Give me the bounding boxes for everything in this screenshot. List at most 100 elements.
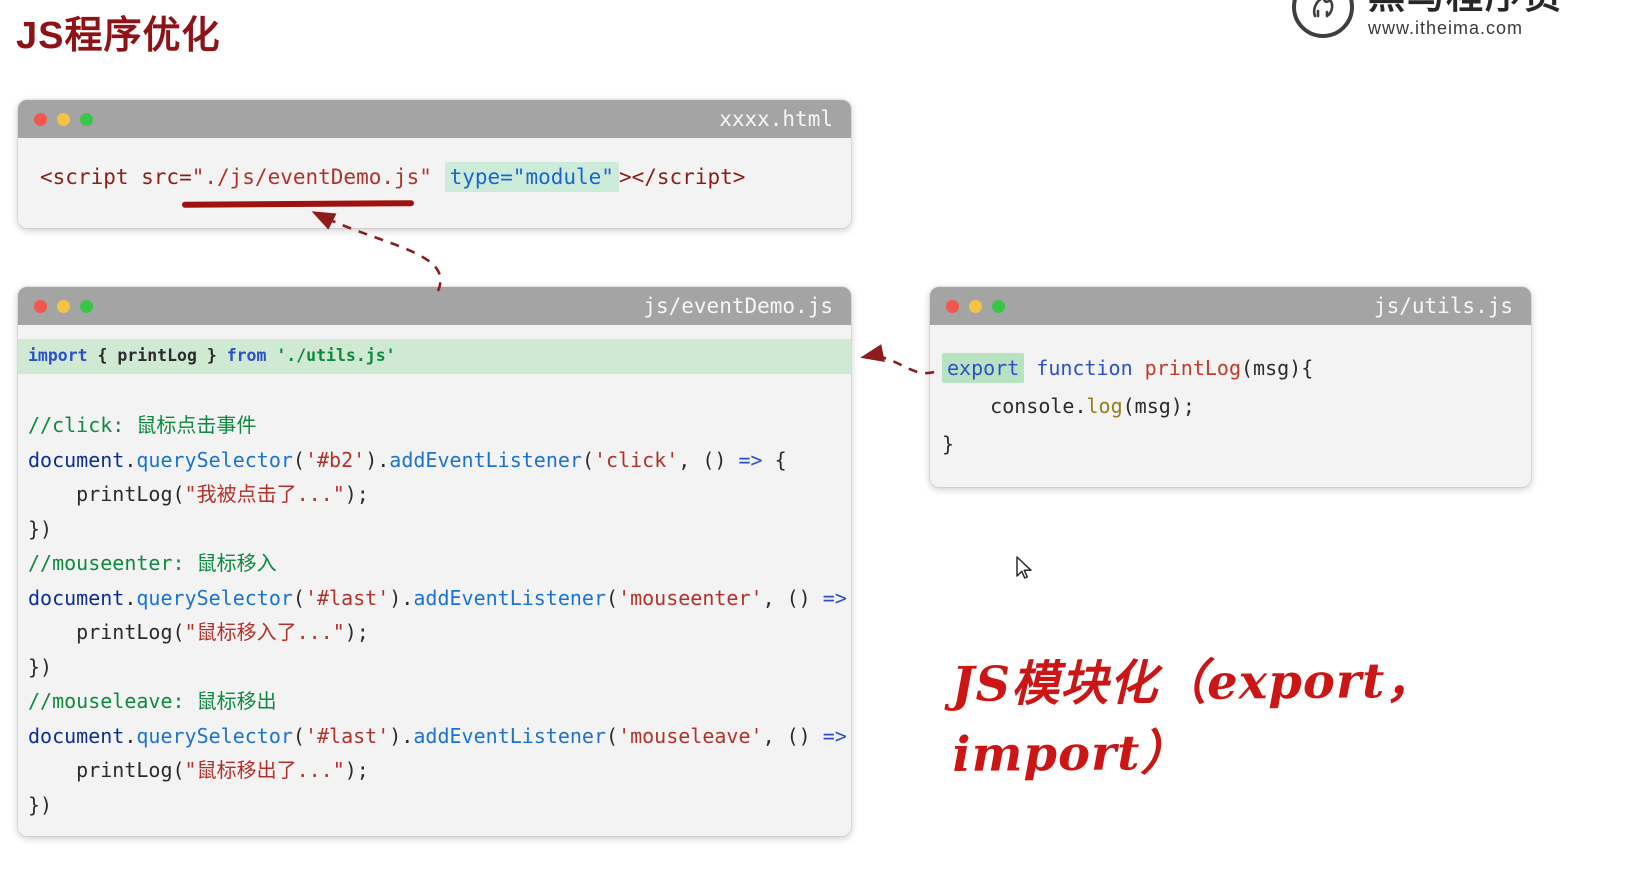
minimize-button[interactable] — [969, 299, 982, 313]
code-line: document.querySelector('#last').addEvent… — [18, 719, 851, 754]
code-line: import { printLog } from './utils.js' — [18, 339, 851, 374]
code-token: }) — [28, 654, 53, 679]
code-token: addEventListener — [413, 585, 607, 610]
cursor-arrow-icon — [1016, 556, 1032, 579]
minimize-button[interactable] — [57, 299, 70, 313]
window-title: js/eventDemo.js — [643, 294, 833, 318]
code-line: printLog("我被点击了..."); — [18, 477, 851, 512]
code-token: ></script> — [618, 165, 746, 189]
code-token: "./js/eventDemo.js" — [191, 165, 432, 189]
itheima-logo: 黑马程序员 www.itheima.com — [1292, 0, 1563, 39]
code-token: } — [942, 432, 955, 456]
window-utils-js: js/utils.js export function printLog(msg… — [930, 287, 1531, 487]
code-token: => — [822, 723, 847, 748]
code-token: ( — [606, 585, 619, 610]
code-token — [432, 165, 445, 189]
code-token: addEventListener — [389, 447, 582, 472]
code-token: printLog( — [28, 482, 185, 506]
code-line: //mouseleave: 鼠标移出 — [18, 684, 851, 719]
code-token: function — [1036, 356, 1133, 380]
minimize-button[interactable] — [57, 112, 70, 126]
arrow-utils-to-import — [860, 344, 935, 375]
code-area-html: <script src="./js/eventDemo.js" type="mo… — [18, 138, 851, 194]
page-title: JS程序优化 — [16, 15, 221, 57]
code-token: { — [847, 724, 851, 748]
code-token: document — [28, 447, 125, 472]
code-line: }) — [18, 788, 851, 823]
close-button[interactable] — [34, 299, 47, 313]
code-token: from — [226, 346, 267, 365]
code-line: export function printLog(msg){ — [930, 349, 1531, 387]
logo-brand-text: 黑马程序员 — [1368, 0, 1563, 16]
red-hand-underline — [181, 200, 415, 208]
zoom-button[interactable] — [992, 299, 1005, 313]
code-token: ); — [344, 482, 369, 506]
horse-glyph — [1312, 0, 1334, 18]
code-token: printLog( — [28, 758, 185, 782]
itheima-horse-icon — [1292, 0, 1354, 38]
logo-site-url: www.itheima.com — [1368, 18, 1524, 38]
code-token: ); — [344, 620, 369, 644]
code-token: ). — [389, 585, 414, 610]
code-token: "我被点击了..." — [184, 482, 345, 506]
code-line: //click: 鼠标点击事件 — [18, 408, 851, 443]
code-line: printLog("鼠标移出了..."); — [18, 753, 851, 788]
code-token: . — [124, 585, 137, 610]
window-controls — [34, 112, 93, 126]
code-token — [1133, 356, 1145, 380]
code-area-utils: export function printLog(msg){ console.l… — [930, 325, 1531, 463]
window-title: js/utils.js — [1373, 294, 1513, 318]
code-token: export — [942, 353, 1025, 383]
code-token: . — [124, 723, 137, 748]
code-line: <script src="./js/eventDemo.js" type="mo… — [18, 160, 851, 194]
code-token: }) — [28, 792, 53, 817]
code-token: ( — [292, 447, 305, 472]
window-controls — [34, 299, 93, 313]
code-token: ). — [389, 723, 414, 748]
code-token: querySelector — [136, 723, 293, 748]
titlebar-xxxx-html: xxxx.html — [18, 100, 851, 138]
mouse-cursor — [1012, 555, 1034, 585]
code-token: ( — [292, 585, 305, 610]
code-line — [18, 374, 851, 409]
code-token: ( — [292, 723, 305, 748]
window-xxxx-html: xxxx.html <script src="./js/eventDemo.js… — [18, 100, 851, 228]
code-token: //mouseenter: 鼠标移入 — [28, 551, 277, 575]
code-token: 'mouseleave' — [618, 723, 763, 748]
titlebar-event-demo: js/eventDemo.js — [18, 287, 851, 325]
code-token — [1024, 356, 1036, 380]
close-button[interactable] — [946, 299, 959, 313]
code-token: (msg){ — [1241, 356, 1314, 380]
titlebar-utils: js/utils.js — [930, 287, 1531, 325]
window-controls — [946, 299, 1005, 313]
code-token: //click: 鼠标点击事件 — [28, 413, 257, 437]
code-token: , () — [678, 447, 739, 472]
zoom-button[interactable] — [80, 299, 93, 313]
code-area-event-demo: import { printLog } from './utils.js' //c… — [18, 325, 851, 822]
window-title: xxxx.html — [719, 107, 833, 131]
code-token: querySelector — [136, 447, 293, 472]
code-token: import — [28, 346, 88, 365]
code-token: console. — [942, 394, 1087, 418]
code-token: { — [762, 447, 787, 472]
code-token: document — [28, 585, 125, 610]
code-token: querySelector — [136, 585, 293, 610]
zoom-button[interactable] — [80, 112, 93, 126]
code-token: ); — [344, 758, 369, 782]
code-token: => — [738, 447, 763, 472]
code-token: log — [1086, 394, 1123, 418]
code-token: ). — [365, 447, 390, 472]
code-token: { printLog } — [87, 346, 227, 365]
code-token: <script src= — [40, 165, 192, 189]
code-line: document.querySelector('#last').addEvent… — [18, 581, 851, 616]
code-token: (msg); — [1122, 394, 1195, 418]
code-token: "鼠标移出了..." — [184, 758, 345, 782]
close-button[interactable] — [34, 112, 47, 126]
code-token: 'click' — [593, 447, 679, 472]
code-line: printLog("鼠标移入了..."); — [18, 615, 851, 650]
code-token: printLog — [1144, 356, 1241, 380]
code-token: . — [124, 447, 137, 472]
code-line: }) — [18, 512, 851, 547]
code-token: 'mouseenter' — [618, 585, 763, 610]
